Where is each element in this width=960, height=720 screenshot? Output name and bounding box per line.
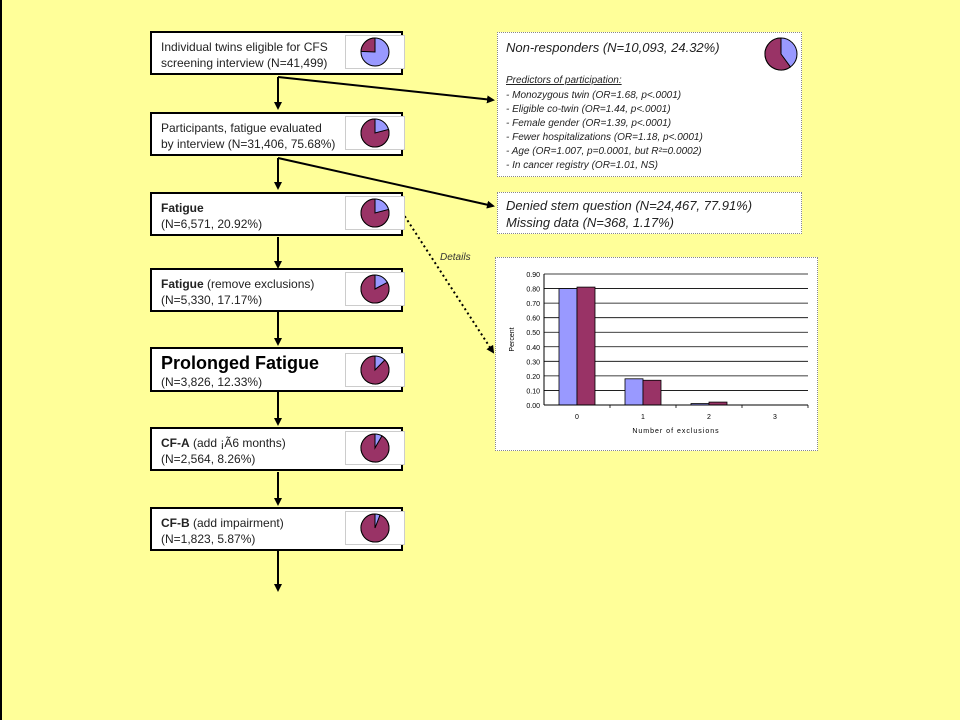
box-eligible-line1: Individual twins eligible for CFS [161, 40, 328, 54]
left-border [0, 0, 2, 720]
details-dotted-arrow [401, 211, 495, 354]
details-label: Details [440, 252, 471, 263]
denied-line2: Missing data (N=368, 1.17%) [506, 215, 675, 230]
y-tick-label: 0.40 [526, 345, 540, 352]
pie-dark-slice [360, 198, 390, 228]
pie-dark-slice [360, 118, 390, 148]
pie-dark-slice [360, 37, 376, 53]
box-fatigue-excl: Fatigue (remove exclusions) (N=5,330, 17… [150, 268, 405, 312]
pie-dark-slice [360, 513, 390, 543]
pie-chart-icon [360, 433, 390, 463]
predictors-list: - Monozygous twin (OR=1.68, p<.0001) - El… [506, 89, 703, 173]
bar [642, 379, 662, 406]
pie-chart-icon [360, 513, 390, 543]
box-fatigue-excl-line2: (N=5,330, 17.17%) [161, 293, 263, 307]
predictor-item: - In cancer registry (OR=1.01, NS) [506, 160, 658, 171]
predictor-item: - Eligible co-twin (OR=1.44, p<.0001) [506, 104, 671, 115]
box-fatigue-title: Fatigue [161, 201, 204, 215]
box-prolonged: Prolonged Fatigue (N=3,826, 12.33%) [150, 347, 405, 392]
x-tick-label: 2 [707, 414, 711, 421]
x-tick-label: 0 [575, 414, 579, 421]
exclusions-chart-box: 0.00 0.10 0.20 0.30 0.40 0.50 0.60 0.70 0.80 0.90… [495, 257, 818, 451]
box-prolonged-line2: (N=3,826, 12.33%) [161, 375, 263, 389]
box-participants-line2: by interview (N=31,406, 75.68%) [161, 137, 336, 151]
pie-dark-slice [360, 433, 390, 463]
y-tick-label: 0.60 [526, 316, 540, 323]
pie-dark-slice [764, 37, 792, 71]
pie-chart-icon [360, 198, 390, 228]
y-axis-label: Percent [509, 327, 516, 351]
y-tick-label: 0.10 [526, 388, 540, 395]
predictor-item: - Age (OR=1.007, p=0.0001, but R²=0.0002… [506, 146, 702, 157]
x-axis-label: Number of exclusions [632, 428, 719, 435]
box-participants: Participants, fatigue evaluated by inter… [150, 112, 405, 156]
y-tick-label: 0.90 [526, 272, 540, 279]
predictors-heading: Predictors of participation: [506, 75, 622, 86]
arrow-to-nonresponders [277, 76, 495, 104]
denied-line1: Denied stem question (N=24,467, 77.91%) [506, 198, 753, 213]
box-fatigue-excl-suffix: (remove exclusions) [203, 277, 315, 291]
predictor-item: - Fewer hospitalizations (OR=1.18, p<.00… [506, 132, 703, 143]
box-cfb-line2: (N=1,823, 5.87%) [161, 532, 256, 546]
pie-dark-slice [360, 274, 390, 304]
pie-dark-slice [360, 355, 390, 385]
box-cfa-suffix: (add ¡Ã6 months) [189, 436, 286, 450]
y-tick-label: 0.80 [526, 287, 540, 294]
x-tick-label: 1 [641, 414, 645, 421]
y-tick-label: 0.00 [526, 403, 540, 410]
nonresponders-box: Non-responders (N=10,093, 24.32%) Predic… [497, 32, 802, 177]
box-participants-line1: Participants, fatigue evaluated [161, 121, 322, 135]
box-cfb-title: CF-B [161, 516, 190, 530]
bar [576, 286, 596, 406]
pie-chart-icon [360, 355, 390, 385]
box-cfb: CF-B (add impairment) (N=1,823, 5.87%) [150, 507, 405, 551]
bar [558, 288, 578, 406]
bar [624, 378, 644, 406]
nonresponders-title: Non-responders (N=10,093, 24.32%) [506, 40, 720, 55]
denied-box: Denied stem question (N=24,467, 77.91%) … [497, 192, 802, 234]
box-cfa-line2: (N=2,564, 8.26%) [161, 452, 256, 466]
y-tick-label: 0.20 [526, 374, 540, 381]
y-tick-label: 0.50 [526, 330, 540, 337]
box-prolonged-title: Prolonged Fatigue [161, 353, 320, 373]
box-cfa: CF-A (add ¡Ã6 months) (N=2,564, 8.26%) [150, 427, 405, 471]
box-fatigue-excl-title: Fatigue [161, 277, 204, 291]
pie-chart-icon [360, 274, 390, 304]
exclusions-bar-chart: 0.00 0.10 0.20 0.30 0.40 0.50 0.60 0.70 0.80 0.90… [509, 272, 809, 435]
arrow-to-denied [277, 157, 495, 209]
box-fatigue-line2: (N=6,571, 20.92%) [161, 217, 263, 231]
box-eligible: Individual twins eligible for CFS screen… [150, 31, 405, 75]
pie-chart-icon [764, 37, 798, 71]
predictor-item: - Female gender (OR=1.39, p<.0001) [506, 118, 672, 129]
pie-chart-icon [360, 37, 390, 67]
box-fatigue: Fatigue (N=6,571, 20.92%) [150, 192, 405, 236]
box-cfa-title: CF-A [161, 436, 190, 450]
y-tick-label: 0.30 [526, 359, 540, 366]
box-eligible-line2: screening interview (N=41,499) [161, 56, 328, 70]
pie-chart-icon [360, 118, 390, 148]
box-cfb-suffix: (add impairment) [189, 516, 284, 530]
y-tick-label: 0.70 [526, 301, 540, 308]
x-tick-label: 3 [773, 414, 777, 421]
predictor-item: - Monozygous twin (OR=1.68, p<.0001) [506, 90, 682, 101]
